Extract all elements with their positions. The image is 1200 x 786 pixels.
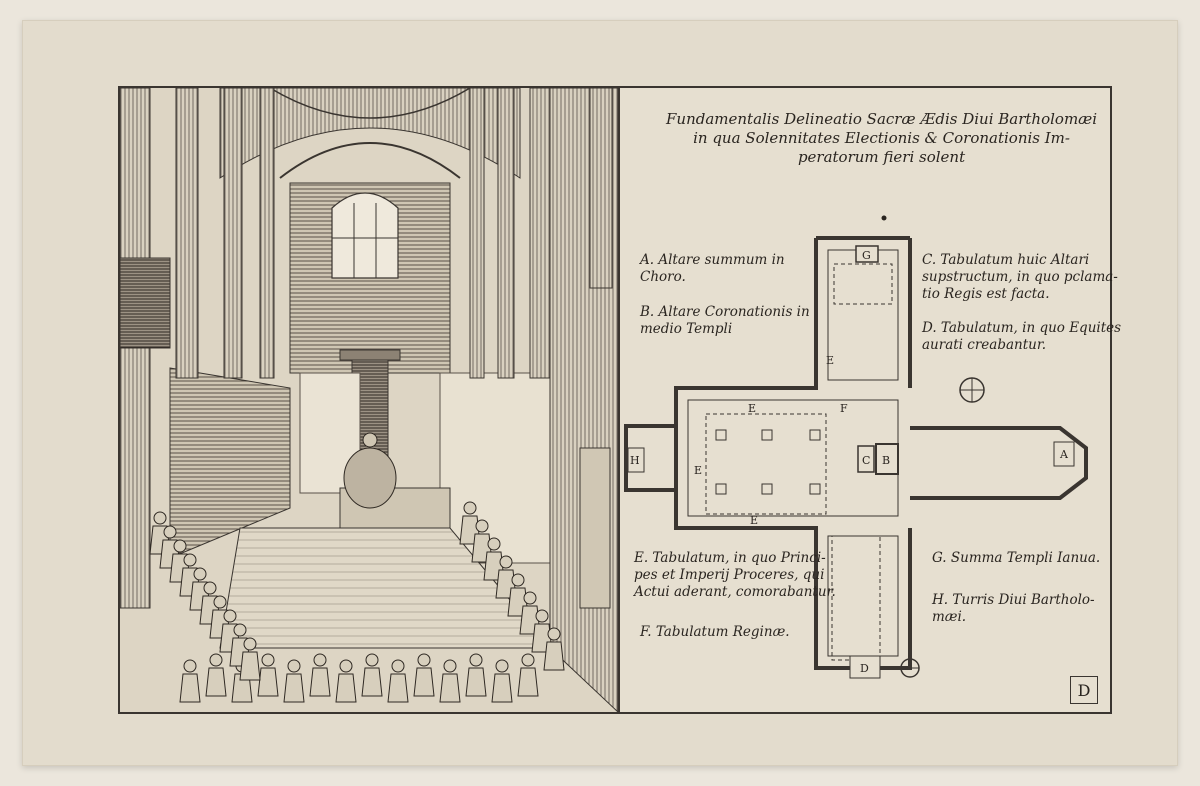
figure-head <box>163 525 177 539</box>
figure-head <box>339 659 353 673</box>
figure-body <box>309 667 331 697</box>
legend-b: B. Altare Coronationis in medio Templi <box>640 304 810 337</box>
figure-head <box>183 553 197 567</box>
figure-head <box>535 609 549 623</box>
figure-head <box>499 555 513 569</box>
figure-body <box>179 673 201 703</box>
plan-label-f: F <box>840 402 848 415</box>
figure-body <box>413 667 435 697</box>
legend-e: E. Tabulatum, in quo Princi- pes et Impe… <box>634 550 836 600</box>
legend-g: G. Summa Templi Ianua. <box>932 550 1101 566</box>
figure-head <box>261 653 275 667</box>
plan-label-e-left: E <box>694 464 702 477</box>
figure-body <box>517 667 539 697</box>
floor-plan-drawing: A B C D E E E E F G H <box>624 215 1088 679</box>
figure-head <box>463 501 477 515</box>
figure-head <box>287 659 301 673</box>
plan-label-e-top: E <box>748 402 756 415</box>
figure-head <box>183 659 197 673</box>
legend-h: H. Turris Diui Bartholo- mæi. <box>932 592 1095 625</box>
figure-head <box>243 637 257 651</box>
figure-head <box>153 511 167 525</box>
legend-d: D. Tabulatum, in quo Equites aurati crea… <box>922 320 1122 353</box>
figure-body <box>439 673 461 703</box>
figure-body <box>387 673 409 703</box>
figure-head <box>521 653 535 667</box>
plan-label-a: A <box>1059 448 1069 461</box>
figure-head <box>523 591 537 605</box>
plan-label-g: G <box>862 249 871 262</box>
figure-head <box>391 659 405 673</box>
plan-label-e-nave: E <box>826 354 834 367</box>
paper-sheet: A B C D E E E E F G H Fundamentalis Deli… <box>22 20 1178 766</box>
figure-head <box>233 623 247 637</box>
figure-head <box>203 581 217 595</box>
plate-letter-box: D <box>1070 676 1098 704</box>
plan-label-d: D <box>860 662 869 675</box>
figure-head <box>495 659 509 673</box>
plan-label-h: H <box>630 454 640 467</box>
figure-head <box>547 627 561 641</box>
figure-head <box>193 567 207 581</box>
floor-plan-panel: A B C D E E E E F G H Fundamentalis Deli… <box>620 88 1121 712</box>
figure-head <box>417 653 431 667</box>
figure-head <box>209 653 223 667</box>
figure-head <box>173 539 187 553</box>
plate-title: Fundamentalis Delineatio Sacræ Ædis Diui… <box>666 110 1098 166</box>
legend-f: F. Tabulatum Reginæ. <box>640 624 790 640</box>
engraved-plate: A B C D E E E E F G H Fundamentalis Deli… <box>118 86 1121 714</box>
plan-label-e-bottom: E <box>750 514 758 527</box>
cathedral-interior-illustration <box>120 88 618 712</box>
figure-head <box>475 519 489 533</box>
figure-head <box>223 609 237 623</box>
figure-body <box>335 673 357 703</box>
figure-body <box>205 667 227 697</box>
figure-head <box>511 573 525 587</box>
figure-head <box>365 653 379 667</box>
figure-body <box>543 641 565 671</box>
figure-body <box>257 667 279 697</box>
figure-head <box>443 659 457 673</box>
figure-head <box>213 595 227 609</box>
figure-head <box>469 653 483 667</box>
plan-label-c: C <box>862 454 870 467</box>
figure-body <box>283 673 305 703</box>
figure-head <box>313 653 327 667</box>
legend-a: A. Altare summum in Choro. <box>640 252 785 285</box>
figure-body <box>361 667 383 697</box>
figure-body <box>491 673 513 703</box>
figure-body <box>239 651 261 681</box>
figure-head <box>487 537 501 551</box>
plan-label-b: B <box>882 454 890 467</box>
legend-c: C. Tabulatum huic Altari supstructum, in… <box>922 252 1118 302</box>
figure-body <box>465 667 487 697</box>
interior-scene-engraving <box>120 88 620 712</box>
